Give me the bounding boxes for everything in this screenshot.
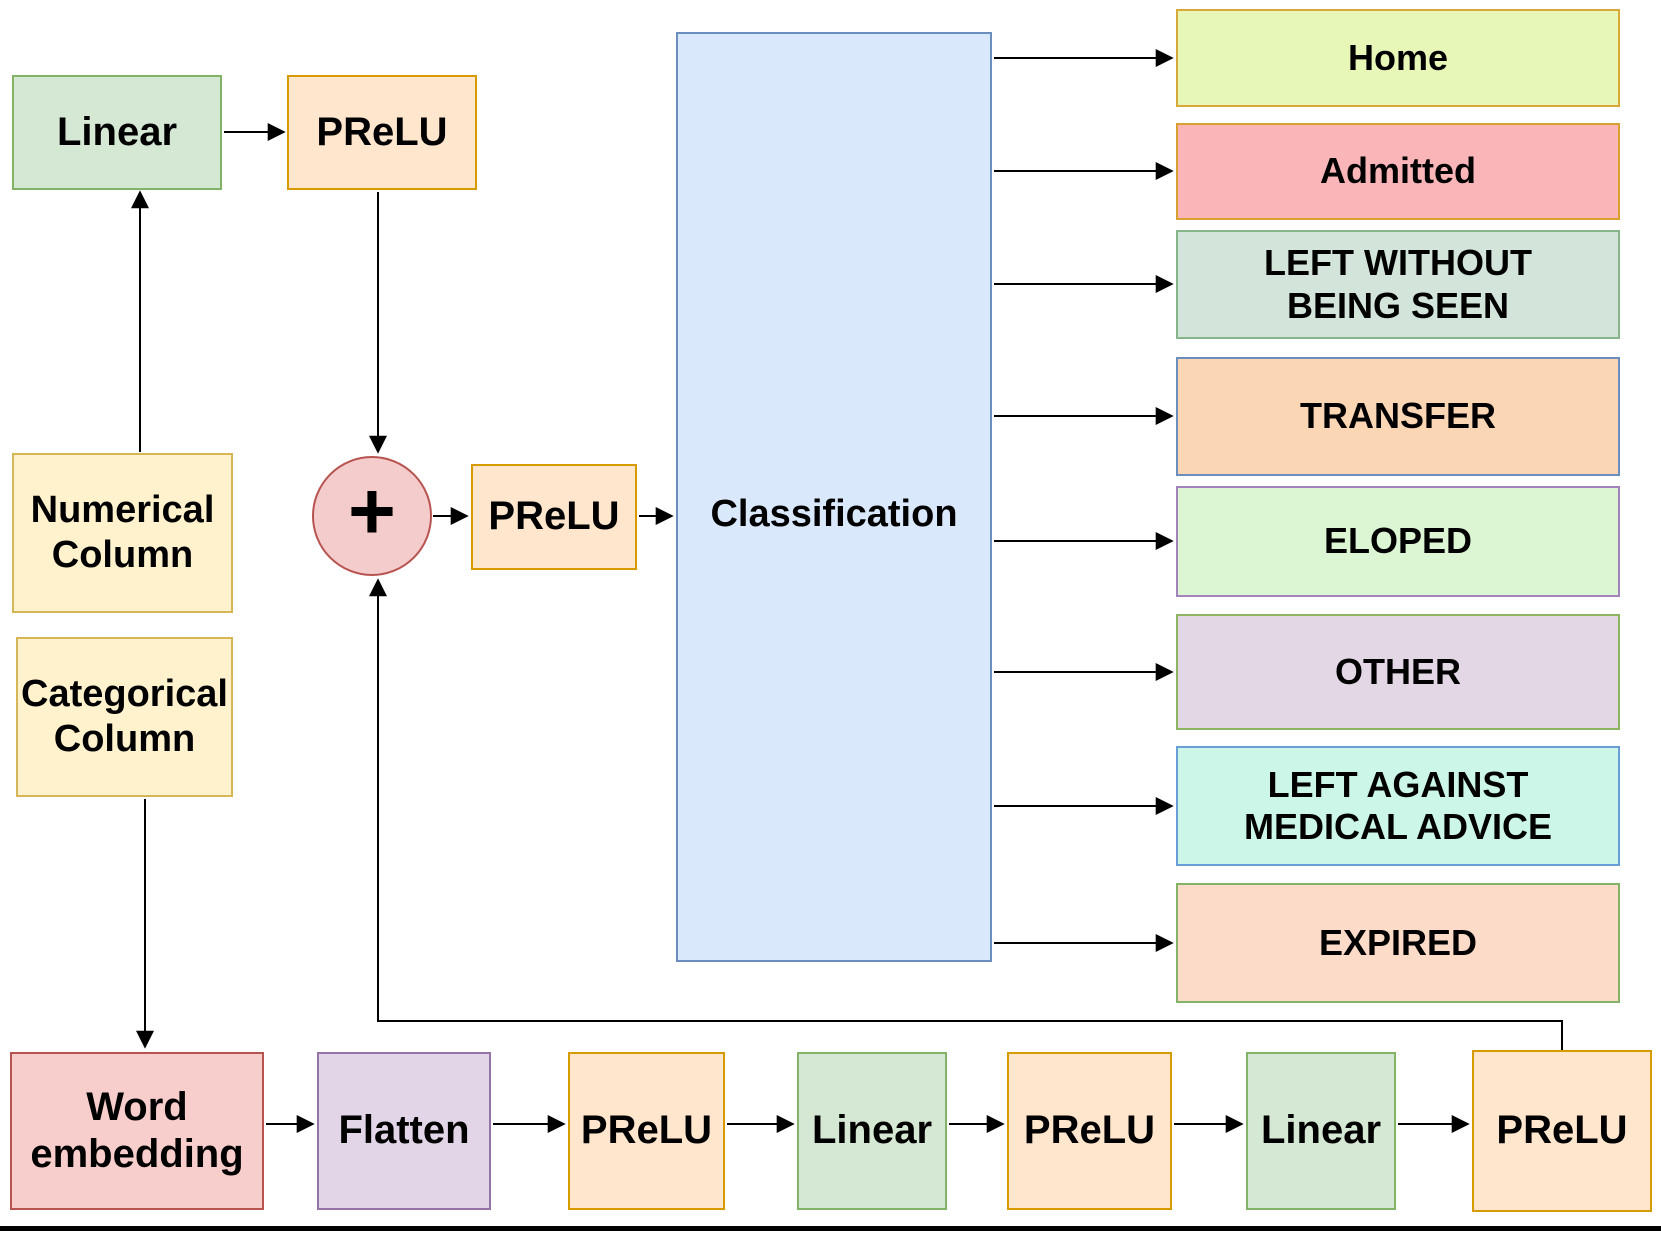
output-left-without-being-seen: LEFT WITHOUT BEING SEEN [1176, 230, 1620, 339]
node-label: Linear [56, 109, 178, 154]
node-prelu-bottom-1: PReLU [568, 1052, 725, 1210]
node-label: Linear [811, 1108, 933, 1153]
node-label: OTHER [1335, 650, 1461, 692]
node-label: LEFT WITHOUT BEING SEEN [1264, 242, 1532, 326]
node-label: PReLU [1023, 1108, 1156, 1153]
node-label: TRANSFER [1300, 395, 1496, 437]
node-label: PReLU [1496, 1108, 1628, 1153]
node-classification: Classification [676, 32, 992, 962]
sum-node: + [312, 456, 432, 576]
node-label: Flatten [338, 1108, 470, 1153]
node-numerical-column: Numerical Column [12, 453, 233, 613]
node-flatten: Flatten [317, 1052, 491, 1210]
node-label: PReLU [580, 1108, 713, 1153]
output-expired: EXPIRED [1176, 883, 1620, 1003]
node-categorical-column: Categorical Column [16, 637, 233, 797]
node-label: ELOPED [1323, 520, 1473, 562]
node-linear-top: Linear [12, 75, 222, 190]
output-eloped: ELOPED [1176, 486, 1620, 597]
node-prelu-top: PReLU [287, 75, 477, 190]
node-word-embedding: Word embedding [10, 1052, 264, 1210]
node-label: Home [1347, 36, 1449, 78]
plus-sign: + [348, 466, 396, 557]
output-admitted: Admitted [1176, 123, 1620, 220]
node-linear-bottom-2: Linear [1246, 1052, 1396, 1210]
node-label: PReLU [316, 109, 448, 154]
output-home: Home [1176, 9, 1620, 107]
node-label: Linear [1260, 1108, 1382, 1153]
output-left-against-medical-advice: LEFT AGAINST MEDICAL ADVICE [1176, 746, 1620, 866]
node-label: PReLU [488, 494, 620, 539]
node-label: Numerical Column [30, 489, 215, 576]
output-other: OTHER [1176, 614, 1620, 730]
node-prelu-mid: PReLU [471, 464, 637, 570]
node-prelu-bottom-3: PReLU [1472, 1050, 1652, 1212]
node-prelu-bottom-2: PReLU [1007, 1052, 1172, 1210]
node-label: Categorical Column [21, 673, 228, 760]
output-transfer: TRANSFER [1176, 357, 1620, 476]
node-label: EXPIRED [1318, 921, 1478, 963]
node-linear-bottom-1: Linear [797, 1052, 947, 1210]
node-label: Classification [710, 493, 958, 535]
bottom-border-line [0, 1226, 1661, 1231]
node-label: Admitted [1320, 150, 1476, 192]
node-label: Word embedding [30, 1084, 244, 1176]
node-label: LEFT AGAINST MEDICAL ADVICE [1243, 763, 1553, 847]
